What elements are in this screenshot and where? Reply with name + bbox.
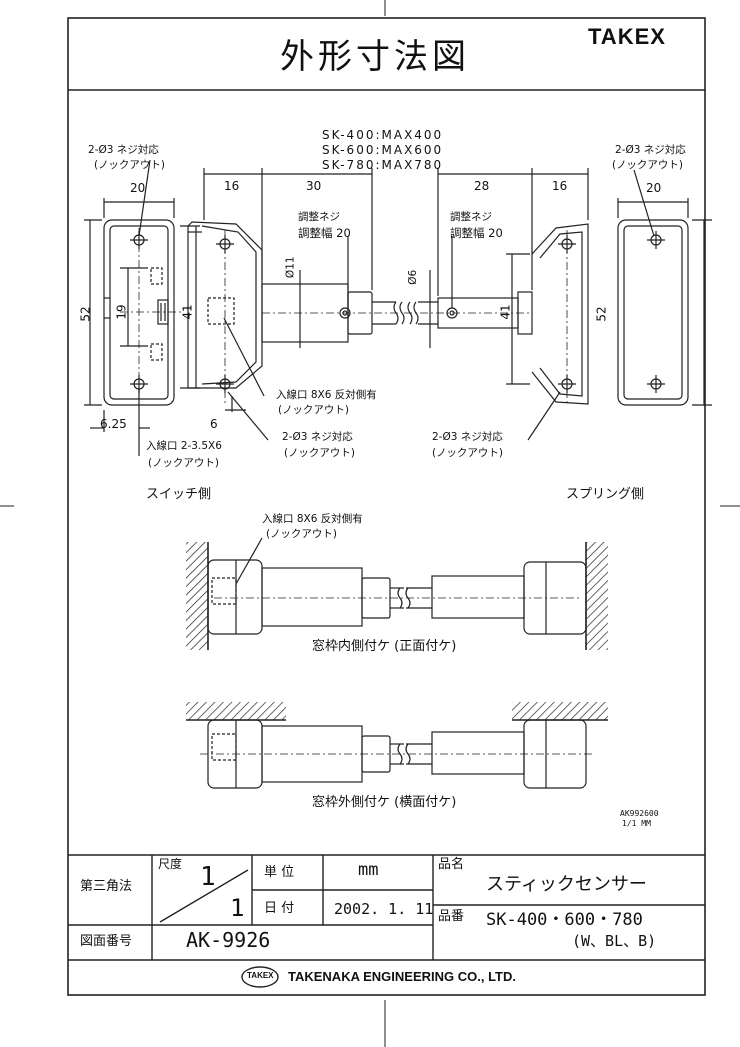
spring-side-body bbox=[404, 168, 589, 441]
spring-side-label: スプリング側 bbox=[566, 487, 645, 502]
switch-side-body bbox=[180, 168, 405, 441]
dim-left-body-height: 41 bbox=[180, 304, 195, 320]
dim-right-body-height: 41 bbox=[498, 304, 513, 320]
scale-top: 1 bbox=[200, 862, 216, 892]
brand-logo: TAKEX bbox=[588, 24, 666, 49]
unit-label: 単 位 bbox=[264, 865, 295, 880]
adjust-left-range: 調整幅 20 bbox=[298, 226, 351, 240]
dim-right-width: 20 bbox=[646, 181, 662, 195]
caption-outer-mount: 窓枠外側付ケ (横面付ケ) bbox=[312, 795, 457, 810]
dim-offset-6: 6 bbox=[210, 417, 218, 431]
center-holes-note: 2-Ø3 ネジ対応 bbox=[282, 431, 353, 443]
mount-entry-knockout: (ノックアウト) bbox=[266, 528, 337, 540]
drawing-number-label: 図面番号 bbox=[80, 934, 133, 949]
date-value: 2002. 1. 11 bbox=[334, 900, 434, 918]
right-end-view bbox=[617, 169, 712, 406]
part-variants: (W、BL、B) bbox=[572, 932, 657, 950]
date-label: 日 付 bbox=[264, 901, 295, 916]
page-title: 外形寸法図 bbox=[280, 37, 470, 77]
right-holes-note: 2-Ø3 ネジ対応 bbox=[615, 144, 686, 156]
dim-spring-depth: 16 bbox=[552, 179, 568, 193]
part-number: SK-400・600・780 bbox=[486, 910, 643, 930]
model-sk600: SK-600:MAX600 bbox=[322, 143, 444, 157]
switch-side-label: スイッチ側 bbox=[146, 487, 212, 502]
model-sk780: SK-780:MAX780 bbox=[322, 158, 444, 172]
product-name: スティックセンサー bbox=[486, 874, 647, 895]
dim-left-width: 20 bbox=[130, 181, 146, 195]
right-bottom-holes-knockout: (ノックアウト) bbox=[432, 447, 503, 459]
scale-bottom: 1 bbox=[230, 894, 245, 922]
adjust-left-screw: 調整ネジ bbox=[298, 211, 340, 223]
unit-value: mm bbox=[358, 860, 379, 880]
projection-method: 第三角法 bbox=[80, 879, 133, 894]
dim-spring-length: 28 bbox=[474, 179, 490, 193]
entry-35-note: 入線口 2-3.5X6 bbox=[146, 440, 222, 452]
company-name: TAKENAKA ENGINEERING CO., LTD. bbox=[288, 969, 516, 984]
entry-35-knockout: (ノックアウト) bbox=[148, 457, 219, 469]
dim-rod-dia-small: Ø6 bbox=[407, 269, 420, 285]
adjust-right-screw: 調整ネジ bbox=[450, 211, 492, 223]
drawing-ref-scale: 1/1 MM bbox=[622, 819, 651, 828]
part-number-label: 品番 bbox=[438, 909, 465, 924]
dim-right-height: 52 bbox=[594, 306, 609, 322]
left-holes-knockout: (ノックアウト) bbox=[94, 159, 165, 171]
dim-left-pitch: 19 bbox=[114, 304, 129, 320]
left-end-view bbox=[84, 159, 184, 456]
entry-note: 入線口 8X6 反対側有 bbox=[276, 389, 377, 401]
entry-note-knockout: (ノックアウト) bbox=[278, 404, 349, 416]
right-holes-knockout: (ノックアウト) bbox=[612, 159, 683, 171]
center-holes-knockout: (ノックアウト) bbox=[284, 447, 355, 459]
adjust-right-range: 調整幅 20 bbox=[450, 226, 503, 240]
inner-frame-mount bbox=[186, 537, 608, 650]
dim-switch-length: 30 bbox=[306, 179, 322, 193]
mount-entry-note: 入線口 8X6 反対側有 bbox=[262, 513, 363, 525]
model-sk400: SK-400:MAX400 bbox=[322, 128, 444, 142]
outer-frame-mount bbox=[186, 702, 608, 789]
right-bottom-holes-note: 2-Ø3 ネジ対応 bbox=[432, 431, 503, 443]
title-block-grid bbox=[68, 854, 705, 988]
drawing-frame bbox=[67, 17, 706, 996]
left-holes-note: 2-Ø3 ネジ対応 bbox=[88, 144, 159, 156]
drawing-number: AK-9926 bbox=[186, 928, 271, 952]
dim-rod-dia-large: Ø11 bbox=[284, 256, 297, 279]
dim-left-height: 52 bbox=[78, 306, 93, 322]
product-name-label: 品名 bbox=[438, 857, 465, 872]
company-logo: TAKEX bbox=[247, 971, 274, 980]
dim-switch-depth: 16 bbox=[224, 179, 240, 193]
scale-label: 尺度 bbox=[158, 857, 183, 871]
drawing-ref: AK992600 bbox=[620, 809, 659, 818]
dim-offset-625: 6.25 bbox=[100, 417, 127, 431]
caption-inner-mount: 窓枠内側付ケ (正面付ケ) bbox=[312, 639, 457, 654]
